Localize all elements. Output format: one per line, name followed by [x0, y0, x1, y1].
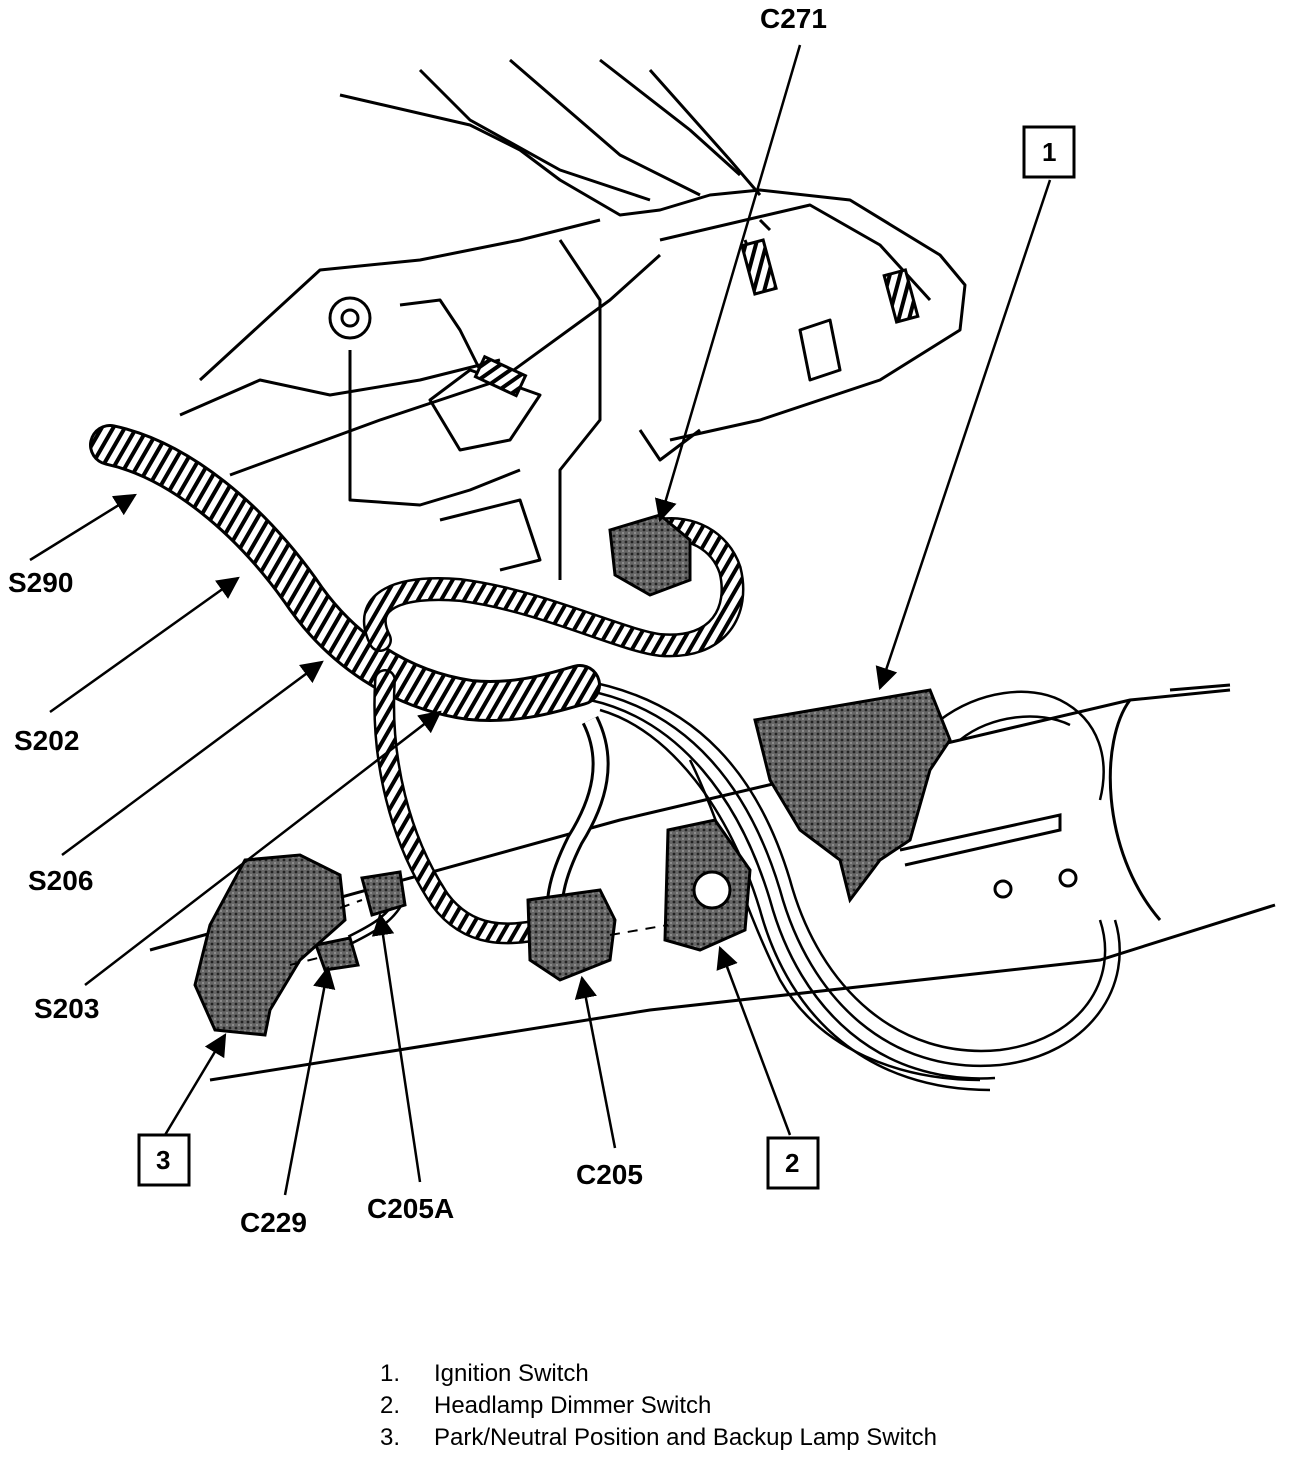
legend-item-1: 1. Ignition Switch	[380, 1358, 937, 1390]
label-item2: 2	[785, 1148, 799, 1178]
legend-item-3: 3. Park/Neutral Position and Backup Lamp…	[380, 1422, 937, 1454]
box-item2	[766, 1136, 820, 1190]
label-item3: 3	[156, 1145, 170, 1175]
legend-text: Headlamp Dimmer Switch	[434, 1392, 712, 1419]
leader-item1	[875, 179, 1052, 691]
main-harness	[89, 424, 745, 945]
legend-number: 3.	[380, 1424, 401, 1451]
label-s203: S203	[34, 993, 99, 1024]
label-c271: C271	[760, 3, 827, 34]
leader-c271	[654, 44, 802, 523]
label-s290: S290	[8, 567, 73, 598]
leader-s203	[84, 710, 442, 986]
box-item1	[1022, 125, 1076, 179]
label-s202: S202	[14, 725, 79, 756]
legend-number: 1.	[380, 1360, 401, 1387]
legend-text: Ignition Switch	[434, 1360, 589, 1387]
legend-number: 2.	[380, 1392, 401, 1419]
leader-s290	[29, 493, 137, 562]
label-c205: C205	[576, 1159, 643, 1190]
leader-s206	[61, 660, 324, 857]
leader-lines	[29, 44, 1052, 1196]
legend-text: Park/Neutral Position and Backup Lamp Sw…	[434, 1424, 937, 1451]
label-s206: S206	[28, 865, 93, 896]
connectors	[193, 513, 952, 1037]
legend-item-2: 2. Headlamp Dimmer Switch	[380, 1390, 937, 1422]
leader-c229	[283, 965, 336, 1196]
dash-bracket	[179, 58, 967, 580]
leader-c205	[574, 975, 617, 1149]
label-c229: C229	[240, 1207, 307, 1238]
label-item1: 1	[1042, 137, 1056, 167]
box-item3	[137, 1133, 191, 1187]
legend: 1. Ignition Switch 2. Headlamp Dimmer Sw…	[380, 1358, 937, 1454]
leader-item2	[716, 945, 792, 1136]
leader-c205a	[371, 912, 422, 1183]
mounting-bolts	[328, 238, 920, 398]
item-boxes	[137, 125, 1076, 1190]
connector-guides	[289, 899, 669, 966]
leader-s202	[49, 576, 240, 714]
label-c205a: C205A	[367, 1193, 454, 1224]
leader-item3	[163, 1033, 227, 1136]
